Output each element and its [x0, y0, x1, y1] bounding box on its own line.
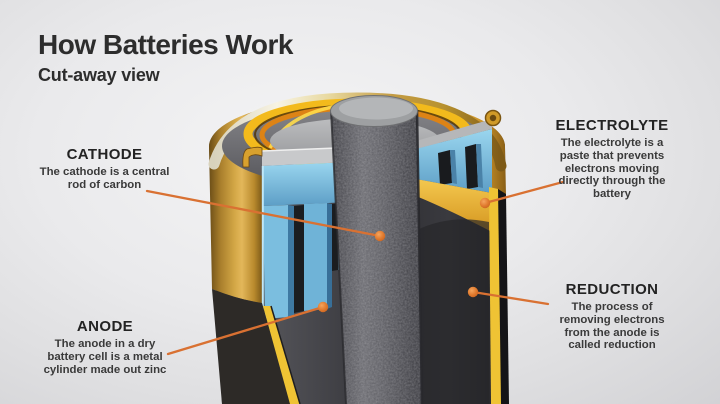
- reduction-label-description: The process of removing electrons from t…: [559, 301, 665, 352]
- outer-casing-gold-right: [452, 109, 506, 196]
- electrolyte-label-title: ELECTROLYTE: [555, 117, 669, 134]
- leader-dot-anode: [317, 301, 329, 313]
- header: How Batteries Work Cut-away view: [38, 29, 294, 86]
- crimp-seal-hook: [484, 109, 502, 127]
- anode-label-description: The anode in a dry battery cell is a met…: [43, 338, 167, 376]
- cathode-label: CATHODE The cathode is a central rod of …: [37, 146, 172, 192]
- cathode-label-title: CATHODE: [66, 146, 143, 163]
- reduction-label: REDUCTION The process of removing electr…: [549, 281, 675, 352]
- leader-dots: [317, 197, 491, 313]
- anode-label: ANODE The anode in a dry battery cell is…: [40, 318, 170, 376]
- leader-line-electrolyte: [483, 180, 565, 205]
- anode-label-title: ANODE: [76, 318, 134, 335]
- leader-line-cathode: [145, 189, 382, 238]
- leader-line-reduction: [471, 290, 550, 306]
- reduction-label-title: REDUCTION: [565, 281, 659, 298]
- cathode-label-description: The cathode is a central rod of carbon: [39, 166, 170, 191]
- page-subtitle: Cut-away view: [38, 65, 160, 86]
- electrolyte-paste-right: [416, 129, 492, 193]
- electrolyte-label-description: The electrolyte is a paste that prevents…: [558, 137, 666, 201]
- electrolyte-gold-band: [416, 179, 492, 232]
- leader-line-anode: [166, 305, 325, 356]
- carbon-rod: [330, 95, 424, 404]
- leader-dot-reduction: [467, 286, 479, 298]
- leader-dot-cathode: [374, 230, 386, 242]
- crimp-seal-left: [242, 146, 263, 168]
- casing-bottom-dark: [212, 289, 291, 404]
- page-title: How Batteries Work: [38, 29, 294, 60]
- leader-dot-electrolyte: [479, 197, 491, 209]
- zinc-shadow-right: [417, 219, 489, 404]
- electrolyte-label: ELECTROLYTE The electrolyte is a paste t…: [546, 117, 678, 201]
- leader-lines: [145, 180, 565, 356]
